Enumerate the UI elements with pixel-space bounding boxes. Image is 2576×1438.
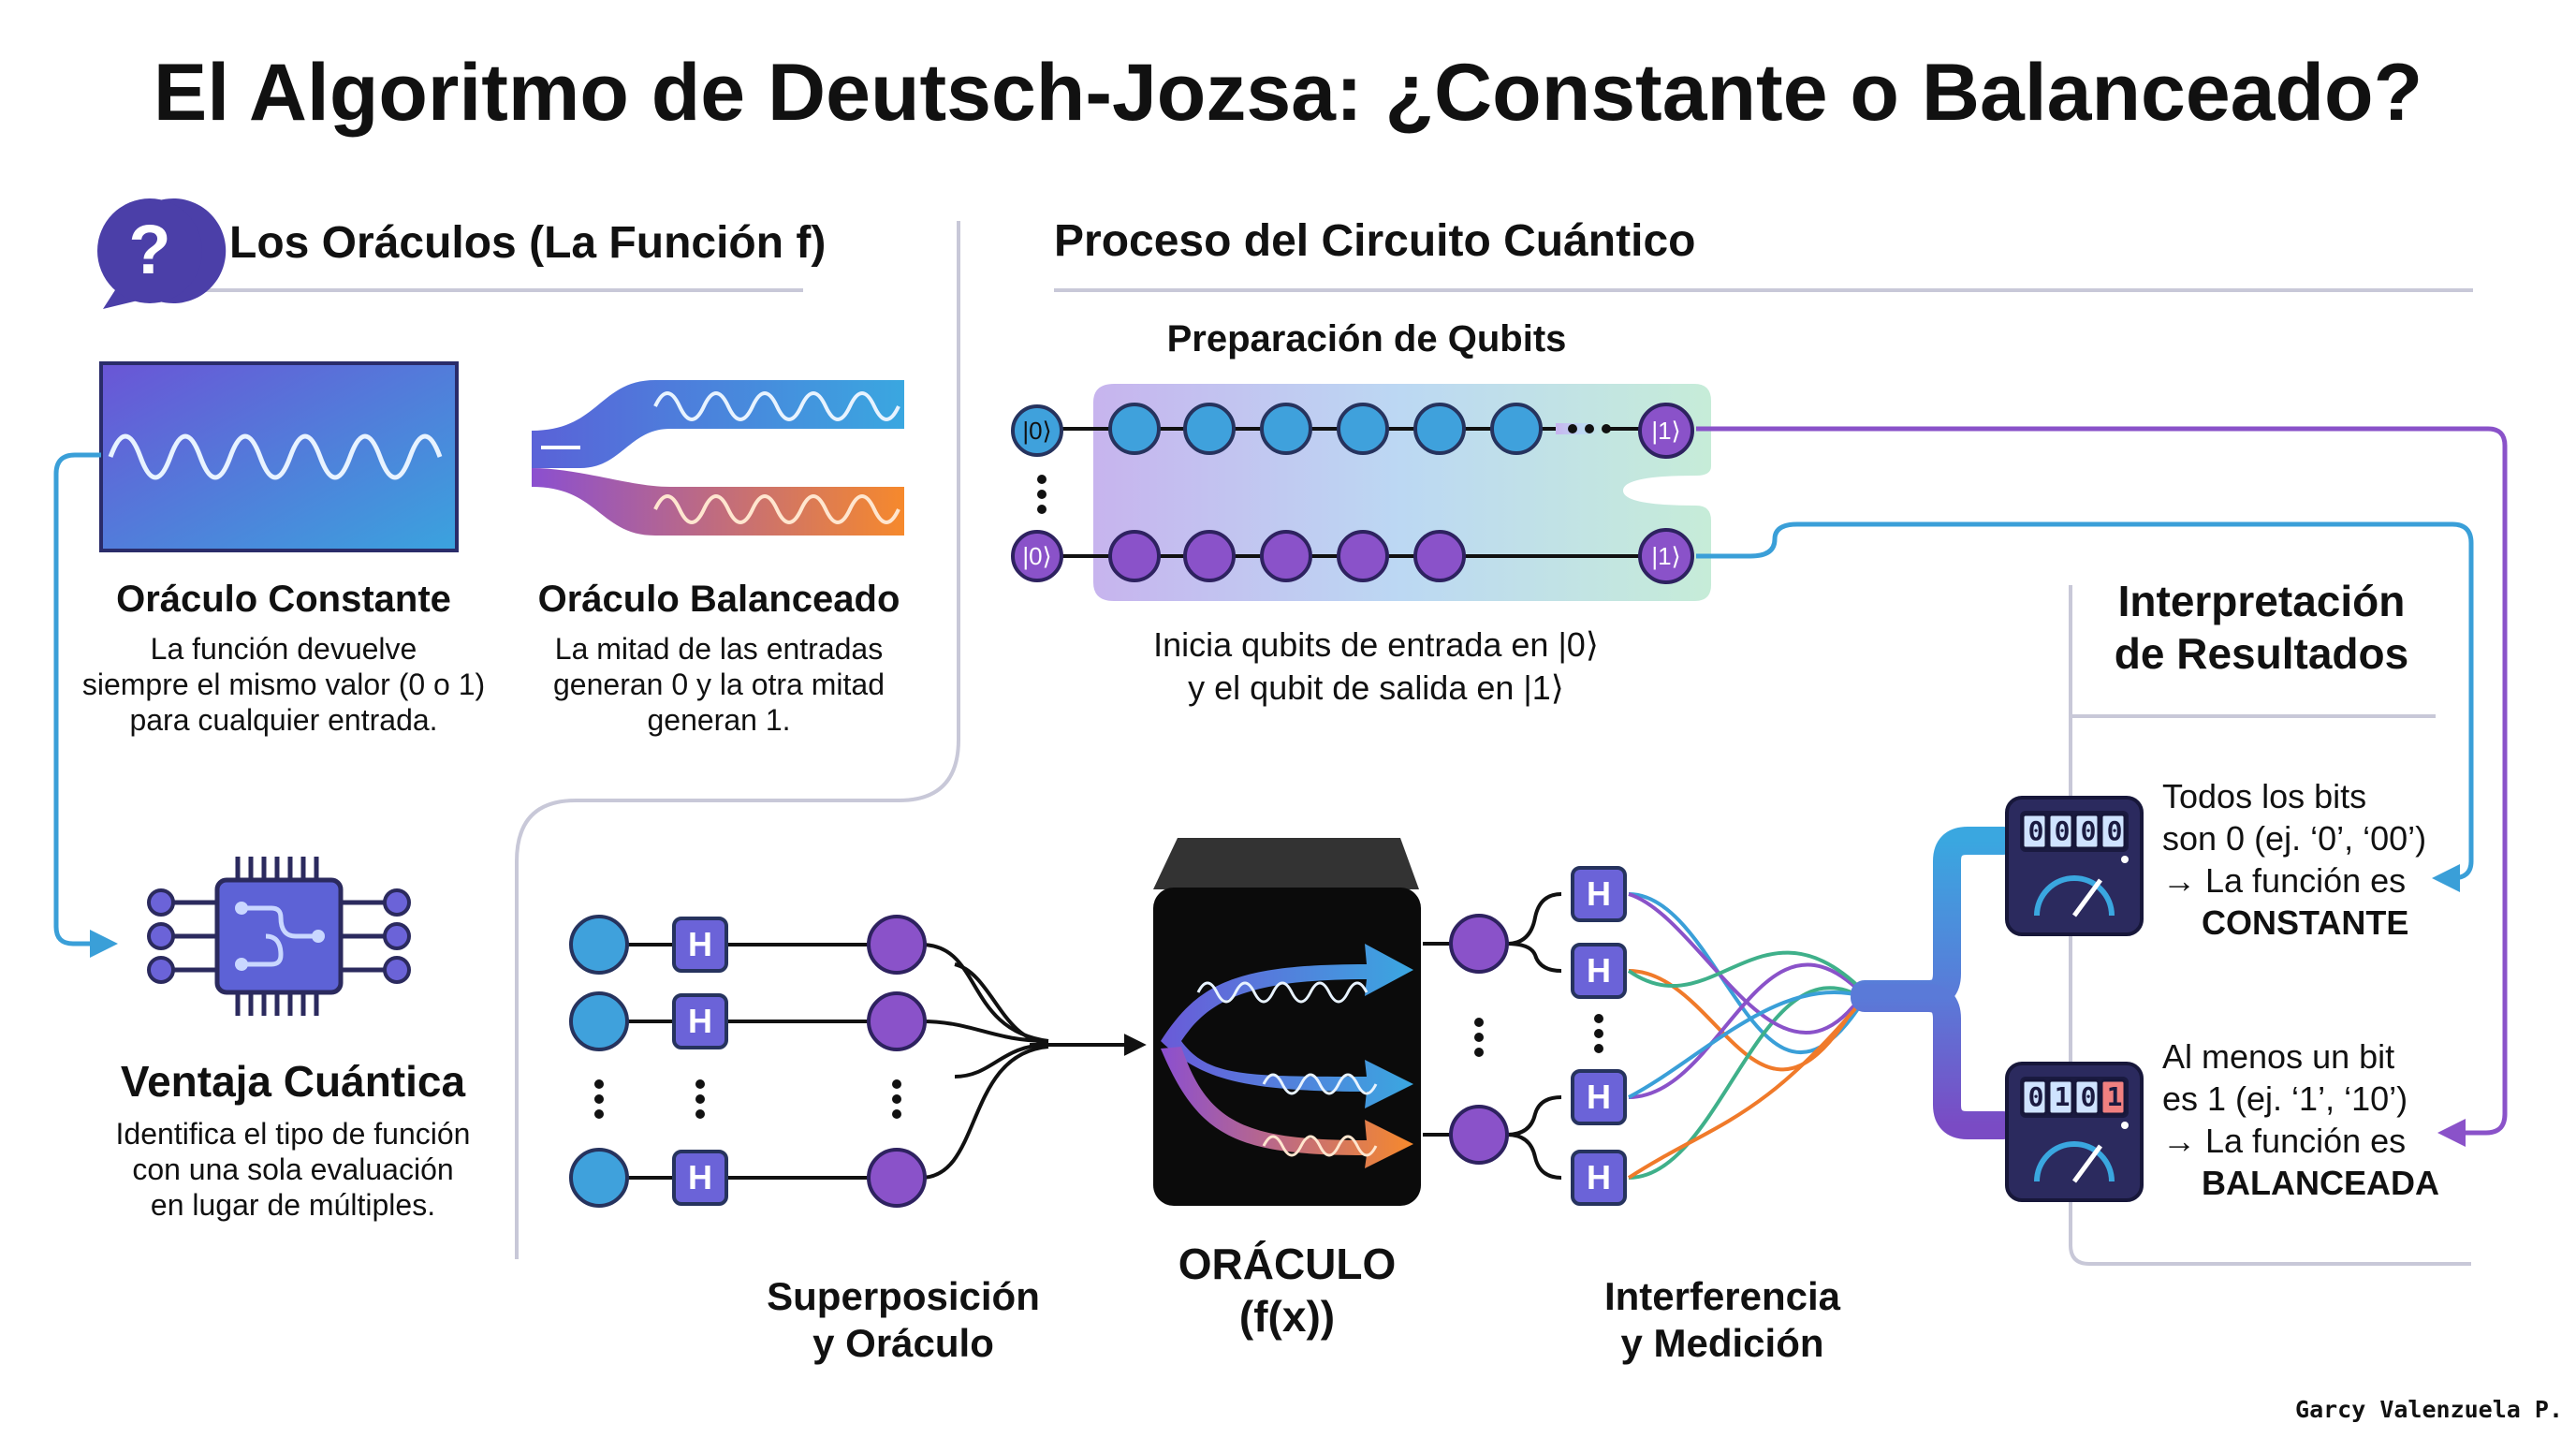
- quantum-chip-icon: [147, 857, 411, 1016]
- svg-text:?: ?: [128, 211, 170, 288]
- meter-digit: 1: [2054, 1081, 2071, 1112]
- constant-result-meter: [2005, 796, 2144, 936]
- result-tubes: [1851, 827, 2017, 1139]
- constant-oracle-panel: [99, 361, 459, 552]
- output-ket-bottom: |1⟩: [1638, 528, 1694, 584]
- constant-oracle-description: La función devuelve siempre el mismo val…: [81, 632, 486, 737]
- constant-result-line1: Todos los bits: [2162, 777, 2367, 815]
- output-ket-top: |1⟩: [1638, 403, 1694, 459]
- hadamard-gate-label: H: [688, 1158, 712, 1196]
- balanced-result-line2: es 1 (ej. ‘1’, ‘10’): [2162, 1079, 2408, 1118]
- output-connector-purple: [1696, 426, 2508, 1147]
- meter-digit: 0: [2080, 815, 2097, 846]
- question-bubble-icon: ?: [97, 198, 227, 309]
- quantum-advantage-description: Identifica el tipo de función con una so…: [115, 1117, 471, 1222]
- hadamard-gate-label: H: [1587, 874, 1611, 913]
- input-ket-bottom: |0⟩: [1011, 530, 1063, 582]
- balanced-meter-digits: 0 1 0 1: [2023, 1080, 2128, 1114]
- balanced-verdict: BALANCEADA: [2202, 1164, 2439, 1202]
- results-heading: Interpretación de Resultados: [2114, 577, 2409, 678]
- balanced-result-meter: [2005, 1062, 2144, 1202]
- preparation-heading: Preparación de Qubits: [1166, 318, 1567, 360]
- meter-digit: 0: [2106, 815, 2123, 846]
- page-title: El Algoritmo de Deutsch-Jozsa: ¿Constant…: [153, 48, 2423, 138]
- superposition-circuit: [569, 915, 1147, 1208]
- circuit-heading: Proceso del Circuito Cuántico: [1054, 216, 1696, 266]
- hadamard-gate-label: H: [1587, 1158, 1611, 1196]
- constant-meter-digits: 0 0 0 0: [2023, 814, 2128, 848]
- oracle-box: [1153, 838, 1421, 1206]
- qubit-preparation-panel: [1037, 384, 1711, 601]
- meter-digit: 0: [2027, 815, 2044, 846]
- meter-digit: 0: [2054, 815, 2071, 846]
- balanced-oracle-title: Oráculo Balanceado: [537, 579, 900, 620]
- interference-circuit: [1423, 866, 1865, 1206]
- constant-result-line2: son 0 (ej. ‘0’, ‘00’): [2162, 819, 2427, 858]
- meter-digit: 0: [2027, 1081, 2044, 1112]
- results-frame: [2069, 585, 2471, 1266]
- meter-digit: 0: [2080, 1081, 2097, 1112]
- hadamard-gate-label: H: [688, 925, 712, 963]
- author-credit: Garcy Valenzuela P.: [2295, 1396, 2563, 1423]
- hadamard-gate-label: H: [688, 1002, 712, 1040]
- advantage-connector: [53, 452, 118, 958]
- balanced-result-line3: → La función es: [2162, 1122, 2407, 1160]
- interference-stage-label: Interferencia y Medición: [1603, 1274, 1841, 1365]
- constant-verdict: CONSTANTE: [2202, 903, 2409, 942]
- quantum-advantage-title: Ventaja Cuántica: [120, 1057, 466, 1106]
- balanced-result-line1: Al menos un bit: [2162, 1037, 2395, 1076]
- preparation-caption: Inicia qubits de entrada en |0⟩ y el qub…: [1153, 625, 1599, 707]
- vertical-divider: [515, 221, 960, 1259]
- balanced-oracle-graphic: [532, 380, 904, 536]
- meter-digit: 1: [2106, 1081, 2123, 1112]
- oracle-stage-label: ORÁCULO (f(x)): [1178, 1240, 1397, 1341]
- balanced-result-text: Al menos un bit es 1 (ej. ‘1’, ‘10’) → L…: [2162, 1035, 2439, 1204]
- constant-result-line3: → La función es: [2162, 861, 2407, 900]
- input-ket-top: |0⟩: [1011, 404, 1063, 457]
- hadamard-gate-label: H: [1587, 1078, 1611, 1116]
- oracles-heading: Los Oráculos (La Función f): [229, 218, 827, 268]
- constant-oracle-title: Oráculo Constante: [116, 579, 451, 620]
- constant-result-text: Todos los bits son 0 (ej. ‘0’, ‘00’) → L…: [2162, 775, 2426, 944]
- output-connector-blue: [1696, 521, 2474, 892]
- section-dividers: [192, 221, 2473, 1266]
- balanced-oracle-description: La mitad de las entradas generan 0 y la …: [553, 632, 885, 737]
- hadamard-gate-label: H: [1587, 951, 1611, 990]
- superposition-stage-label: Superposición y Oráculo: [767, 1274, 1040, 1365]
